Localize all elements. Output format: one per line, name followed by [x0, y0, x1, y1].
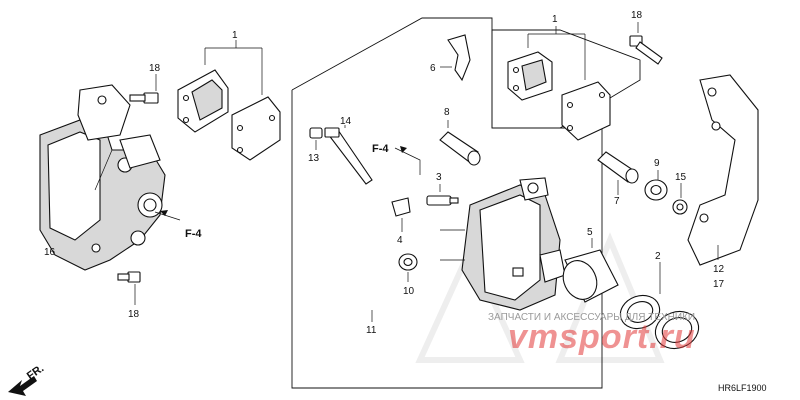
brake-pads-right: [507, 26, 611, 141]
callout-6: 6: [430, 63, 436, 74]
callout-5: 5: [587, 227, 593, 238]
callout-11: 11: [366, 325, 377, 336]
pad-frame: [491, 29, 641, 129]
bolt-18-top: [129, 74, 159, 104]
ref-f4-middle: F-4: [372, 143, 389, 155]
pin-7: [597, 151, 639, 195]
watermark-logo: vmsport.ru: [508, 318, 696, 356]
boot-10: [398, 253, 418, 282]
direction-label: FR.: [25, 362, 46, 382]
callout-13: 13: [308, 153, 320, 164]
callout-3: 3: [436, 172, 442, 183]
callout-8: 8: [444, 107, 450, 118]
callout-12: 12: [713, 264, 725, 275]
f4-arrow-left: [154, 210, 181, 221]
boot-9: [644, 170, 668, 201]
bolt-18-bottom: [117, 271, 141, 305]
ring-15: [672, 183, 688, 215]
piston-5: [562, 238, 619, 303]
sleeve-8: [439, 120, 481, 166]
bleeder-3: [426, 184, 459, 206]
watermark-text: ЗАПЧАСТИ И АКСЕССУАРЫ ДЛЯ ТЕХНИКИ: [488, 312, 695, 323]
boot-13: [309, 127, 323, 150]
callout-10: 10: [403, 286, 415, 297]
diagram-code: HR6LF1900: [718, 383, 767, 393]
callout-18-right: 18: [631, 10, 643, 21]
bolt-18-right: [629, 22, 663, 65]
assembly-frame: [291, 17, 603, 389]
callout-14: 14: [340, 116, 352, 127]
callout-4: 4: [397, 235, 403, 246]
f4-leader-middle: [394, 147, 421, 175]
front-direction-arrow: [8, 376, 37, 396]
callout-2: 2: [655, 251, 661, 262]
callout-15: 15: [675, 172, 687, 183]
caliper-body-11: [440, 177, 566, 311]
callout-18-top: 18: [149, 63, 161, 74]
callout-1-left: 1: [232, 30, 238, 41]
caliper-assembly-16: [39, 84, 166, 271]
callout-9: 9: [654, 158, 660, 169]
brake-pads-left: [177, 40, 281, 161]
clip-6: [440, 34, 471, 82]
callout-16: 16: [44, 247, 56, 258]
bracket-12-17: [687, 74, 759, 266]
callout-1-right: 1: [552, 14, 558, 25]
callout-7: 7: [614, 196, 620, 207]
seals-2: [619, 262, 700, 350]
callout-17: 17: [713, 279, 725, 290]
pin-14: [324, 125, 373, 185]
ref-f4-left: F-4: [185, 228, 202, 240]
callout-18-bottom: 18: [128, 309, 140, 320]
cap-4: [391, 197, 411, 232]
